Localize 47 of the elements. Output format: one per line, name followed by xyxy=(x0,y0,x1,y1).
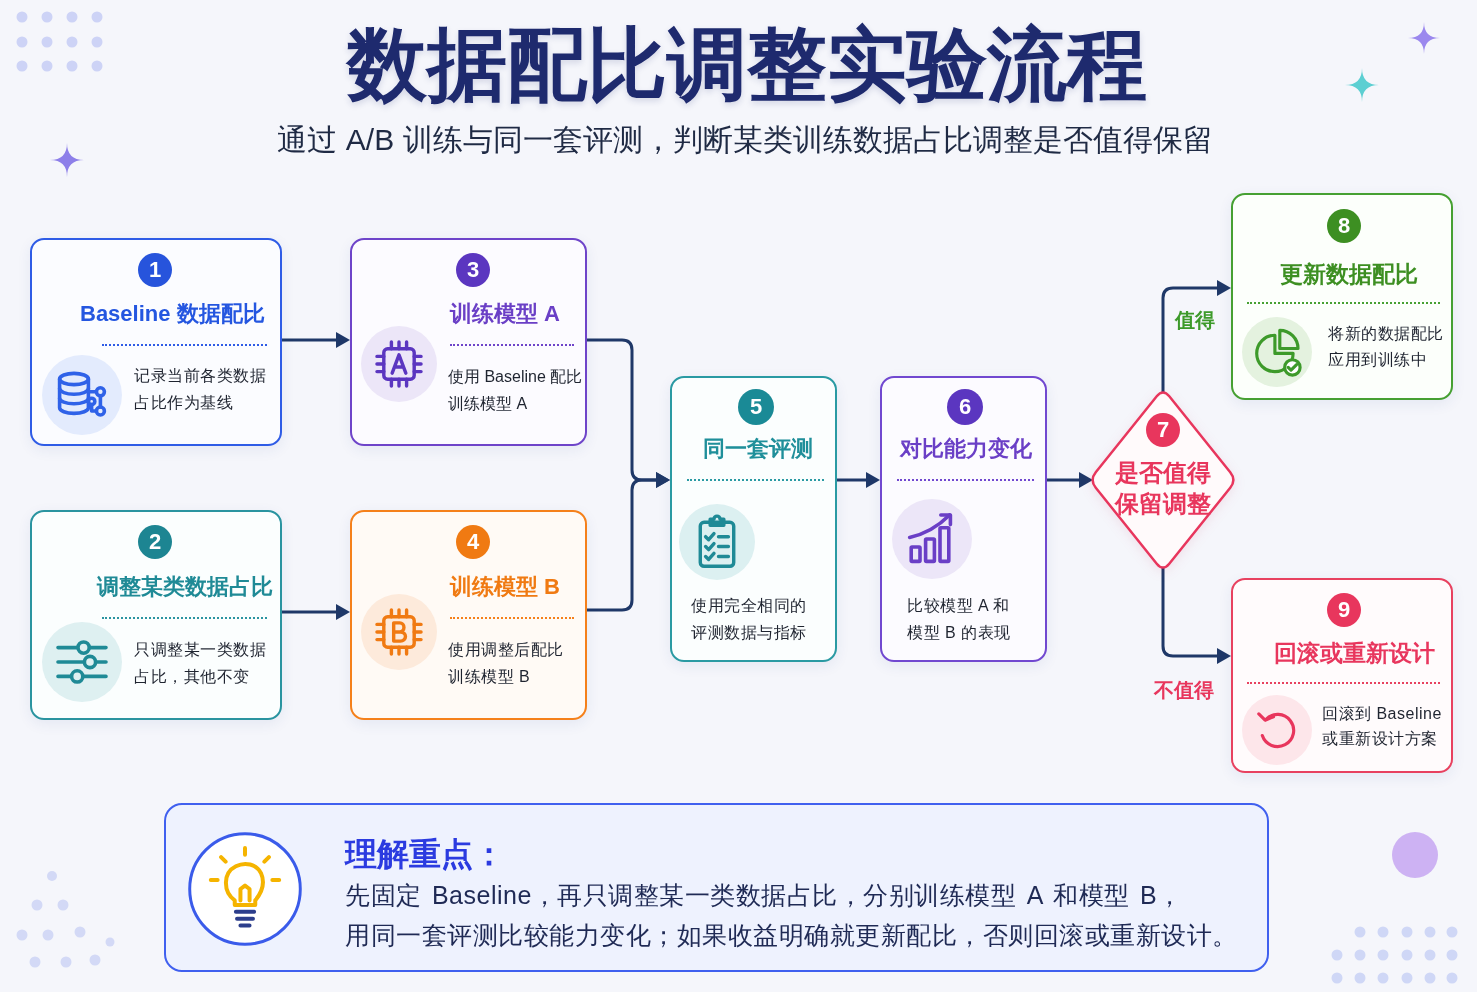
arrow xyxy=(1047,472,1093,488)
step-description: 比较模型 A 和模型 B 的表现 xyxy=(907,596,1012,643)
step-title: 同一套评测 xyxy=(703,435,813,463)
arrow xyxy=(282,604,350,620)
arrow xyxy=(282,332,350,348)
step-title: 更新数据配比 xyxy=(1280,260,1418,288)
step-description: 只调整某一类数据占比，其他不变 xyxy=(134,640,267,687)
step-title: 训练模型 B xyxy=(450,573,560,601)
arrow xyxy=(1161,568,1231,664)
step-description: 使用 Baseline 配比训练模型 A xyxy=(448,367,584,414)
step-card xyxy=(1231,578,1453,773)
step-title: 调整某类数据占比 xyxy=(97,573,273,601)
step-description: 记录当前各类数据占比作为基线 xyxy=(134,366,267,413)
step-card xyxy=(880,376,1047,662)
step-number: 1 xyxy=(138,253,172,287)
step-card xyxy=(350,510,587,720)
decision-text: 是否值得保留调整 xyxy=(1113,458,1212,519)
step-description: 回滚到 Baseline或重新设计方案 xyxy=(1322,704,1443,749)
step-card xyxy=(30,510,282,720)
step-title: Baseline 数据配比 xyxy=(80,300,265,328)
step-card xyxy=(30,238,282,446)
step-title: 回滚或重新设计 xyxy=(1273,639,1435,667)
edge-label: 不值得 xyxy=(1151,677,1217,703)
subtitle: 通过 A/B 训练与同一套评测，判断某类训练数据占比调整是否值得保留 xyxy=(277,122,1213,158)
note-heading: 理解重点： xyxy=(345,835,505,874)
arrow xyxy=(837,472,880,488)
step-description: 使用调整后配比训练模型 B xyxy=(448,640,565,687)
step-number: 5 xyxy=(738,389,774,425)
arrow xyxy=(1161,280,1231,392)
summary-box xyxy=(164,803,1269,972)
step-title: 对比能力变化 xyxy=(900,435,1032,463)
step-description: 使用完全相同的评测数据与指标 xyxy=(691,596,808,643)
step-description: 将新的数据配比应用到训练中 xyxy=(1328,324,1445,370)
step-number: 3 xyxy=(456,253,490,287)
step-number: 6 xyxy=(947,389,983,425)
step-number: 9 xyxy=(1327,593,1361,627)
edge-label: 值得 xyxy=(1172,307,1218,333)
step-card xyxy=(350,238,587,446)
step-number: 4 xyxy=(456,525,490,559)
step-number: 2 xyxy=(138,525,172,559)
step-number: 8 xyxy=(1327,209,1361,243)
step-card xyxy=(670,376,837,662)
title: 数据配比调整实验流程 xyxy=(347,19,1147,111)
arrow xyxy=(587,472,670,612)
step-card xyxy=(1231,193,1453,400)
step-title: 训练模型 A xyxy=(450,300,560,328)
note-text: 先固定 Baseline，再只调整某一类数据占比，分别训练模型 A 和模型 B，用同一套评测比较能力变化；如果收益明确就更新配比，否则回滚或重新设计。 xyxy=(345,880,1239,951)
